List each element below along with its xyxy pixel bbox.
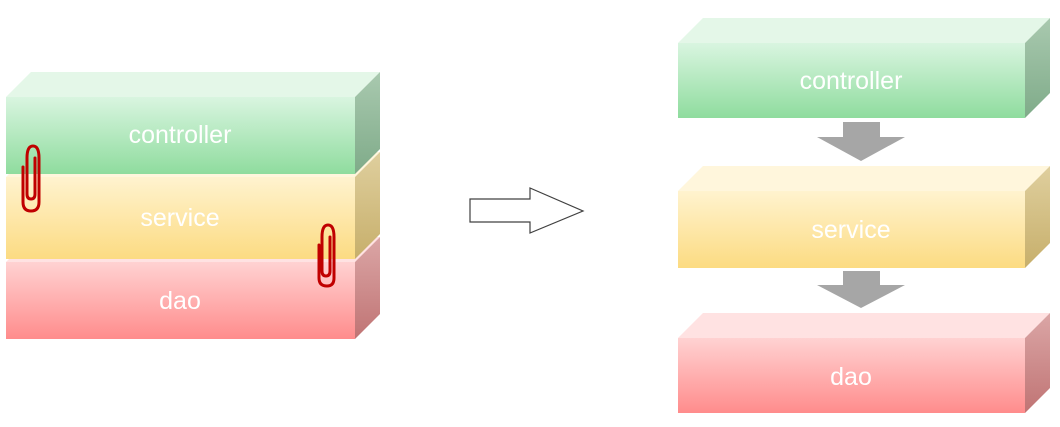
- left-controller-top-face: [6, 72, 380, 97]
- right-service-block: service: [678, 166, 1050, 268]
- paperclip-icon: [317, 223, 336, 288]
- right-dao-top-face: [678, 313, 1050, 338]
- right-service-side-face: [1025, 166, 1050, 268]
- left-dao-front-face: [6, 262, 355, 339]
- right-controller-block: controller: [678, 18, 1050, 118]
- left-service-front-face: [6, 177, 355, 259]
- left-controller-label: controller: [129, 121, 232, 149]
- right-dao-block: dao: [678, 313, 1050, 413]
- right-service-label: service: [811, 216, 890, 244]
- right-controller-front-face: [678, 43, 1025, 118]
- right-stack: controller service dao: [678, 18, 1050, 413]
- paperclip-icon: [21, 144, 41, 213]
- right-controller-side-face: [1025, 18, 1050, 118]
- left-controller-side-face: [355, 72, 380, 174]
- flow-arrow-down-icon: [817, 271, 905, 308]
- left-service-label: service: [140, 204, 219, 232]
- right-service-front-face: [678, 191, 1025, 268]
- right-dao-front-face: [678, 338, 1025, 413]
- right-dao-label: dao: [830, 363, 872, 391]
- left-controller-front-face: [6, 97, 355, 174]
- transform-arrow-icon: [469, 187, 585, 234]
- left-dao-label: dao: [159, 287, 201, 315]
- left-controller-block: controller: [6, 72, 380, 174]
- left-stack: dao service controller: [6, 72, 380, 339]
- right-controller-top-face: [678, 18, 1050, 43]
- left-service-side-face: [355, 152, 380, 259]
- right-dao-side-face: [1025, 313, 1050, 413]
- flow-arrow-down-icon: [817, 122, 905, 161]
- left-dao-side-face: [355, 237, 380, 339]
- right-service-top-face: [678, 166, 1050, 191]
- right-controller-label: controller: [800, 67, 903, 95]
